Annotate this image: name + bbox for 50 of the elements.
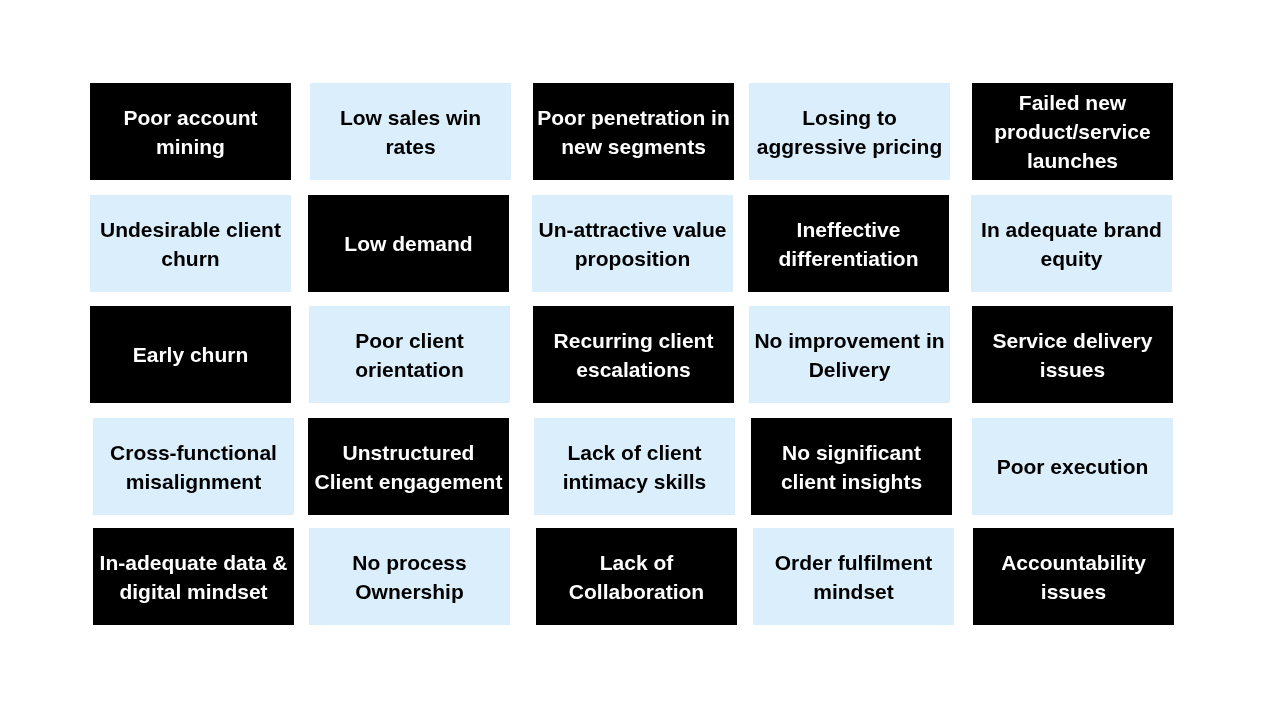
tile-text: Poor client orientation (354, 327, 465, 383)
problem-tile (748, 195, 949, 292)
problem-tile (536, 528, 737, 625)
problem-tile (533, 83, 734, 180)
problem-tile (309, 528, 510, 625)
tile-text: Low demand (344, 231, 473, 257)
problem-tile (972, 418, 1173, 515)
tile-text: In adequate brand equity (980, 216, 1163, 272)
tile-text: Early churn (132, 342, 249, 368)
problem-tile (308, 195, 509, 292)
problem-tile (309, 306, 510, 403)
tile-text: Order fulfilment mindset (773, 549, 934, 605)
tile-text: Ineffective differentiation (777, 216, 920, 272)
problem-tile (749, 83, 950, 180)
tile-text: Poor execution (996, 454, 1149, 480)
problem-tile (90, 83, 291, 180)
tile-text: In-adequate data & digital mindset (98, 549, 289, 605)
problem-tile (310, 83, 511, 180)
problem-tile (972, 306, 1173, 403)
tile-text: Recurring client escalations (552, 327, 715, 383)
problem-tile (751, 418, 952, 515)
tile-text: Cross-functional misalignment (109, 439, 278, 495)
tile-text: Poor account mining (122, 104, 259, 160)
problem-tile (534, 418, 735, 515)
problem-tile (93, 418, 294, 515)
tile-text: Lack of Collaboration (567, 549, 706, 605)
problem-tile (93, 528, 294, 625)
problem-tile (971, 195, 1172, 292)
tile-text: No significant client insights (779, 439, 924, 495)
problem-tile (753, 528, 954, 625)
tile-text: Un-attractive value proposition (537, 216, 728, 272)
problem-tile (973, 528, 1174, 625)
problem-tile (308, 418, 509, 515)
tile-text: Low sales win rates (338, 104, 483, 160)
tile-text: No improvement in Delivery (753, 327, 946, 383)
problem-tile (90, 195, 291, 292)
problem-tile (90, 306, 291, 403)
problem-tile (749, 306, 950, 403)
tile-text: Poor penetration in new segments (536, 104, 731, 160)
tile-text: Accountability issues (1000, 549, 1147, 605)
tile-text: Undesirable client churn (99, 216, 282, 272)
tile-text: Service delivery issues (991, 327, 1154, 383)
tile-text: Lack of client intimacy skills (561, 439, 708, 495)
problem-tile (532, 195, 733, 292)
problem-tile (533, 306, 734, 403)
tile-text: Unstructured Client engagement (313, 439, 504, 495)
problem-tile (972, 83, 1173, 180)
tile-text: Failed new product/service launches (993, 90, 1152, 174)
tile-text: No process Ownership (351, 549, 468, 605)
tile-text: Losing to aggressive pricing (755, 104, 944, 160)
